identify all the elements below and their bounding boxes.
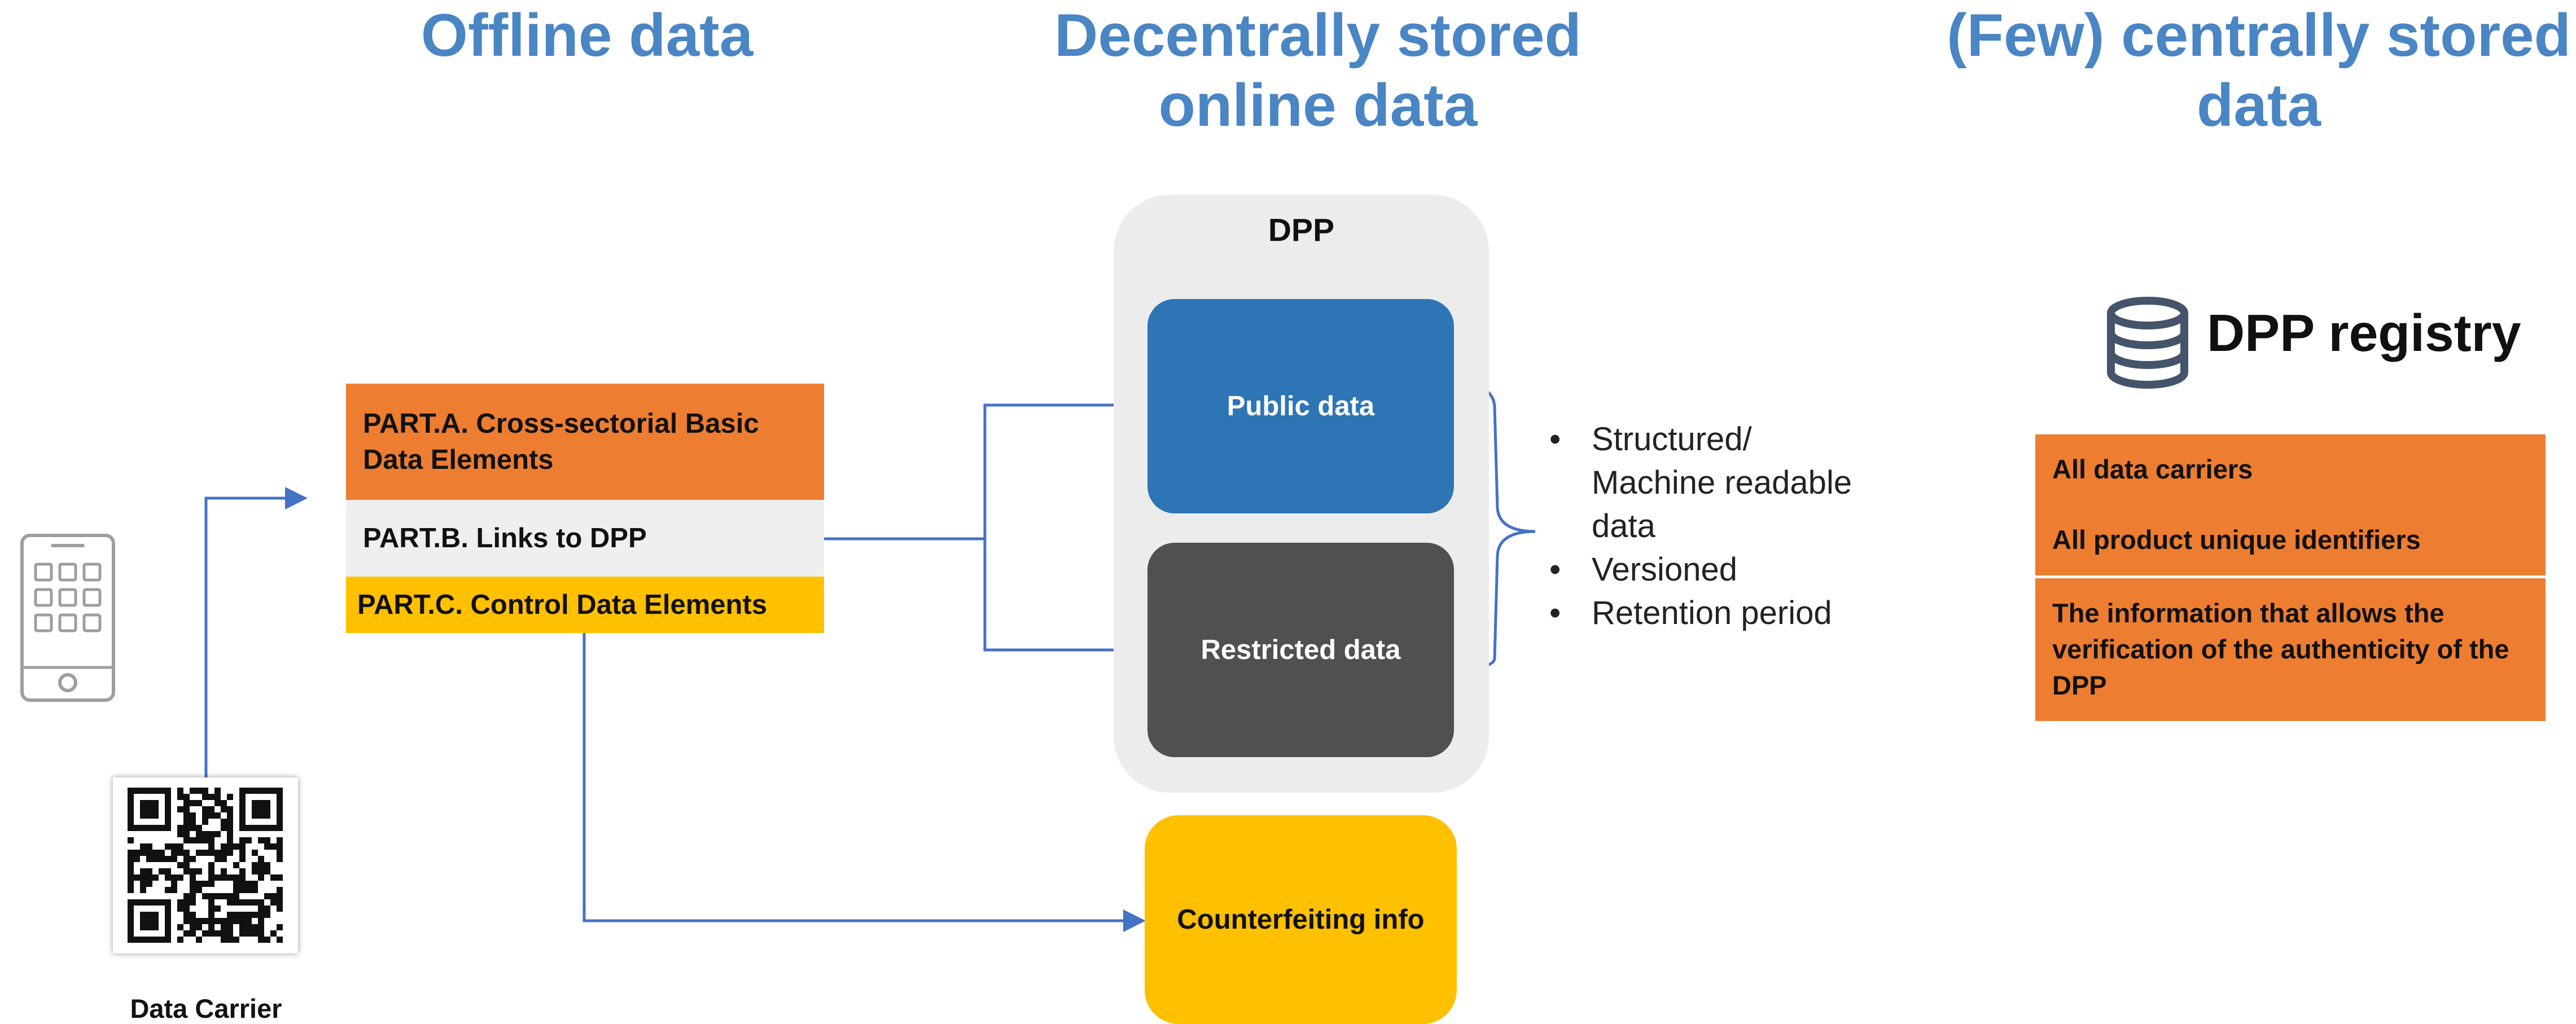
restricted-data-box: Restricted data (1147, 543, 1454, 757)
property-line: Machine readable (1592, 464, 1852, 501)
property-line: Structured/ (1592, 421, 1752, 458)
counterfeiting-info-label: Counterfeiting info (1177, 904, 1425, 935)
grouping-brace (1456, 382, 1536, 670)
registry-authenticity-text: The information that allows the verifica… (2052, 598, 2509, 700)
dpp-title: DPP (1268, 212, 1335, 248)
registry-item: All data carriers (2052, 454, 2253, 484)
public-data-label: Public data (1226, 391, 1375, 421)
property-item: Retention period (1549, 591, 1852, 635)
registry-title: DPP registry (2207, 304, 2521, 362)
heading-central-data: (Few) centrally stored data (1947, 1, 2571, 139)
database-icon (2107, 297, 2188, 389)
data-properties-list: Structured/ Machine readable data Versio… (1549, 417, 1852, 635)
qr-code-pattern (128, 788, 283, 943)
part-c-box: PART.C. Control Data Elements (346, 577, 824, 633)
arrow-to-restricted (983, 539, 1149, 661)
part-b-label: PART.B. Links to DPP (363, 523, 647, 553)
qr-code-icon (113, 777, 298, 953)
heading-decentral-data: Decentrally stored online data (1054, 1, 1581, 139)
part-b-box: PART.B. Links to DPP (346, 500, 824, 577)
data-carrier-label: Data Carrier (130, 994, 282, 1023)
registry-item: All product unique identifiers (2052, 525, 2421, 555)
part-c-label: PART.C. Control Data Elements (357, 590, 768, 620)
arrow-to-counterfeit (582, 633, 1146, 932)
counterfeiting-info-box: Counterfeiting info (1145, 815, 1457, 1024)
registry-box-authenticity: The information that allows the verifica… (2035, 578, 2546, 721)
property-item: Structured/ Machine readable data (1549, 417, 1852, 548)
restricted-data-label: Restricted data (1201, 635, 1401, 665)
arrow-qr-to-offline (204, 487, 308, 777)
part-a-label: PART.A. Cross-sectorial Basic Data Eleme… (363, 408, 759, 475)
property-item: Versioned (1549, 548, 1852, 591)
heading-offline-data: Offline data (420, 1, 753, 69)
part-a-box: PART.A. Cross-sectorial Basic Data Eleme… (346, 384, 824, 500)
arrow-to-public (983, 394, 1149, 539)
property-line: data (1592, 508, 1655, 544)
registry-box-identifiers: All data carriers All product unique ide… (2035, 434, 2546, 575)
smartphone-icon (20, 534, 115, 702)
public-data-box: Public data (1147, 299, 1454, 513)
